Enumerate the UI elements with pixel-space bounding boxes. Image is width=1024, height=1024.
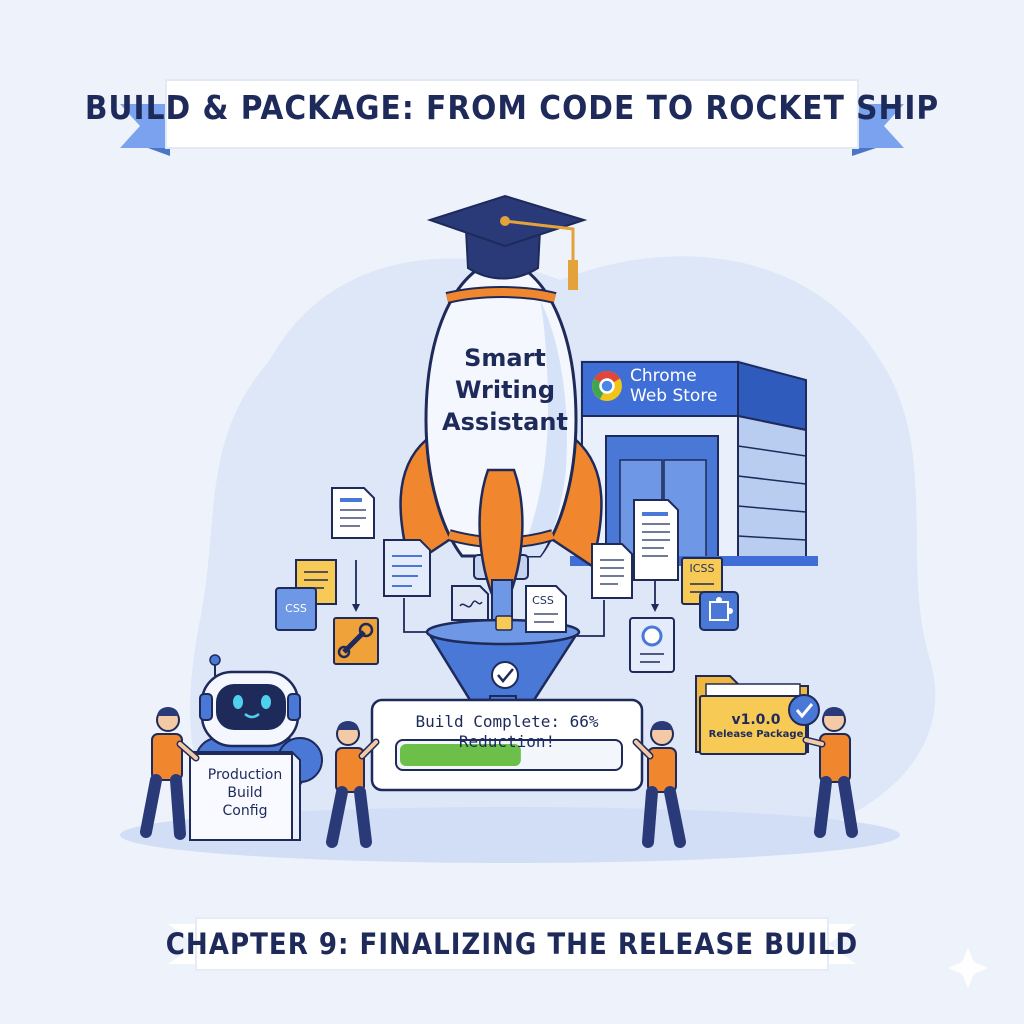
build-progress-fill (400, 744, 521, 766)
build-status-label: Build Complete: 66% Reduction! (415, 712, 599, 751)
person-left (140, 707, 200, 840)
person-center-left (326, 721, 380, 848)
build-status-panel (370, 698, 644, 792)
config-box-label: Production Build Config (195, 766, 295, 820)
ground-shadow (120, 807, 900, 863)
connector-arrowheads (352, 604, 659, 612)
js-file-icon (451, 585, 489, 621)
page-title: BUILD & PACKAGE: FROM CODE TO ROCKET SHI… (84, 88, 940, 127)
config-label-line: Config (222, 803, 268, 819)
check-badge-icon (491, 661, 519, 689)
css-tag-right: ICSS (689, 562, 715, 575)
document-right-icon (591, 543, 633, 599)
rocket-label-line: Assistant (442, 408, 568, 436)
release-package-folder (695, 675, 809, 755)
store-sign-line: Web Store (630, 386, 718, 406)
package-version: v1.0.0 (731, 712, 781, 728)
title-ribbon (120, 79, 904, 156)
person-right (802, 707, 858, 838)
graduation-cap-icon (426, 194, 588, 290)
document-blue-icon (383, 539, 431, 597)
css-tag-left: CSS (285, 602, 307, 615)
puzzle-extension-icon (699, 591, 739, 631)
wrench-file-icon (333, 617, 379, 665)
sparkle-icon (948, 948, 988, 988)
document-far-right-icon (633, 499, 679, 581)
image-file-icon (629, 617, 675, 673)
package-name: Release Package (708, 729, 804, 740)
config-label-line: Production (207, 767, 283, 783)
store-sign: Chrome Web Store (630, 366, 740, 406)
css-file-center-icon (525, 585, 567, 633)
rocket-label-line: Writing (454, 376, 556, 404)
document-icon (331, 487, 375, 539)
chrome-logo-icon (592, 371, 622, 401)
rocket-label: Smart Writing Assistant (420, 342, 590, 438)
config-label-line: Build (227, 785, 263, 801)
production-config-box (189, 751, 301, 841)
store-sign-line: Chrome (630, 366, 697, 386)
css-tag-center: CSS (532, 594, 554, 607)
css-file-left-icon (275, 587, 317, 631)
package-check-icon (788, 694, 820, 726)
person-center-right (632, 721, 686, 848)
rocket (399, 256, 603, 625)
rocket-label-line: Smart (464, 344, 546, 372)
chapter-title: CHAPTER 9: FINALIZING THE RELEASE BUILD (165, 927, 859, 961)
chapter-ribbon (168, 917, 856, 971)
